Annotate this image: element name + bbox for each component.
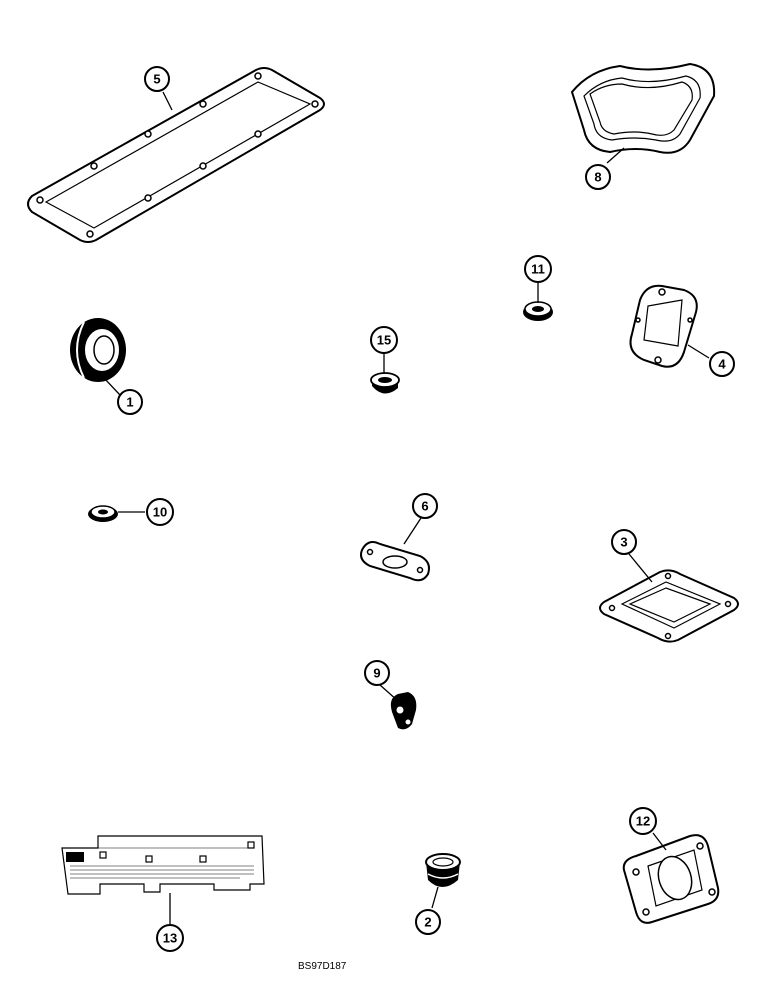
gasket-part-4: [629, 284, 698, 368]
svg-text:15: 15: [377, 333, 391, 348]
callouts: 5 8 11 4 1 15 10 6: [117, 66, 735, 952]
seal-part-11: [523, 301, 553, 321]
svg-text:8: 8: [594, 170, 601, 185]
svg-text:12: 12: [636, 814, 650, 829]
leader-lines: [103, 91, 710, 924]
callout-5: 5: [144, 66, 170, 92]
seal-part-10: [88, 505, 118, 522]
gasket-part-8: [570, 62, 716, 154]
figure-reference-code: BS97D187: [298, 961, 347, 972]
callout-6: 6: [412, 493, 438, 519]
callout-2: 2: [415, 909, 441, 935]
svg-text:9: 9: [373, 666, 380, 681]
seal-part-9: [390, 692, 417, 730]
callout-1: 1: [117, 389, 143, 415]
plug-part-2: [425, 853, 461, 887]
svg-text:11: 11: [531, 262, 545, 277]
callout-13: 13: [156, 924, 184, 952]
plug-part-15: [370, 372, 400, 394]
seal-part-1: [70, 318, 126, 382]
gasket-part-3: [599, 569, 739, 643]
svg-text:10: 10: [153, 505, 167, 520]
svg-text:3: 3: [620, 535, 627, 550]
gasket-part-6: [360, 541, 430, 582]
callout-15: 15: [370, 326, 398, 354]
svg-text:5: 5: [153, 72, 160, 87]
callout-9: 9: [364, 660, 390, 686]
svg-text:2: 2: [424, 915, 431, 930]
svg-text:1: 1: [126, 395, 133, 410]
callout-3: 3: [611, 529, 637, 555]
callout-11: 11: [524, 255, 552, 283]
gasket-part-12: [622, 834, 720, 924]
callout-4: 4: [709, 351, 735, 377]
gasket-part-5: [27, 67, 325, 243]
callout-12: 12: [629, 807, 657, 835]
gauge-card-part-13: [61, 835, 265, 895]
callout-8: 8: [585, 164, 611, 190]
svg-text:4: 4: [718, 357, 726, 372]
svg-text:13: 13: [163, 931, 177, 946]
svg-text:6: 6: [421, 499, 428, 514]
callout-10: 10: [146, 498, 174, 526]
